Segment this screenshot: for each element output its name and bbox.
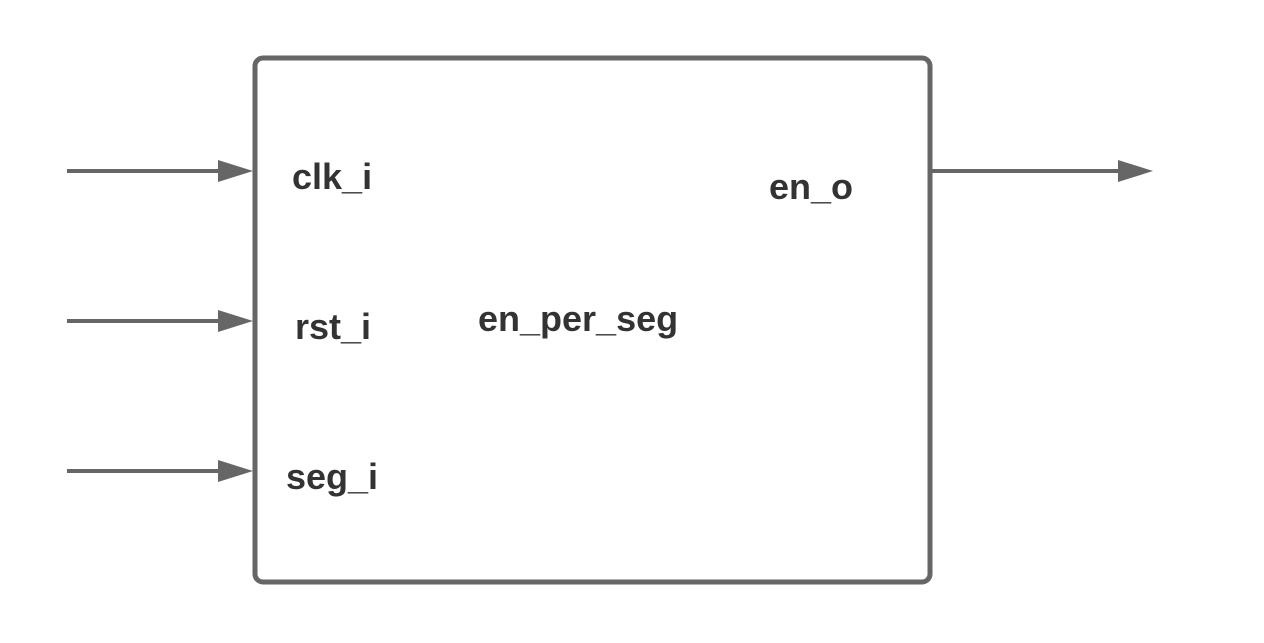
output-label-en: en_o: [769, 166, 853, 207]
input-arrow-seg: [67, 460, 253, 482]
input-arrow-clk: [67, 160, 253, 182]
output-arrow-en: [932, 160, 1153, 182]
input-label-rst: rst_i: [295, 306, 371, 347]
input-label-clk: clk_i: [292, 156, 372, 197]
module-block: [252, 55, 933, 585]
module-name: en_per_seg: [478, 298, 678, 339]
input-arrow-rst: [67, 310, 253, 332]
input-label-seg: seg_i: [286, 456, 378, 497]
